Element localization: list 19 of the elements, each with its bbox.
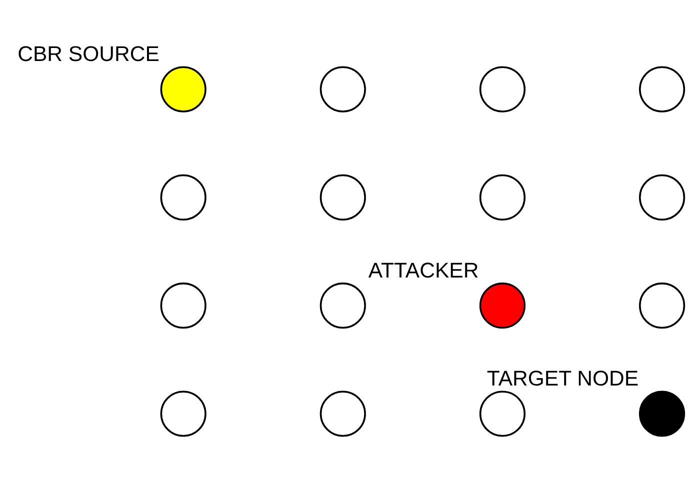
node-label: CBR SOURCE [18,42,160,66]
node-circle [320,282,366,328]
node-circle [320,174,366,220]
node-circle [479,390,526,436]
node-circle [320,390,366,436]
node-circle [479,66,526,112]
node-circle [479,282,526,328]
node-circle [638,390,686,436]
node-circle [638,66,686,112]
node-label: ATTACKER [368,258,479,282]
node-circle [638,174,686,220]
node-circle [160,282,206,328]
node-circle [638,282,686,328]
node-circle [320,66,366,112]
node-circle [160,390,206,436]
node-label: TARGET NODE [486,366,639,390]
node-circle [479,174,526,220]
node-circle [160,66,206,112]
node-circle [160,174,206,220]
